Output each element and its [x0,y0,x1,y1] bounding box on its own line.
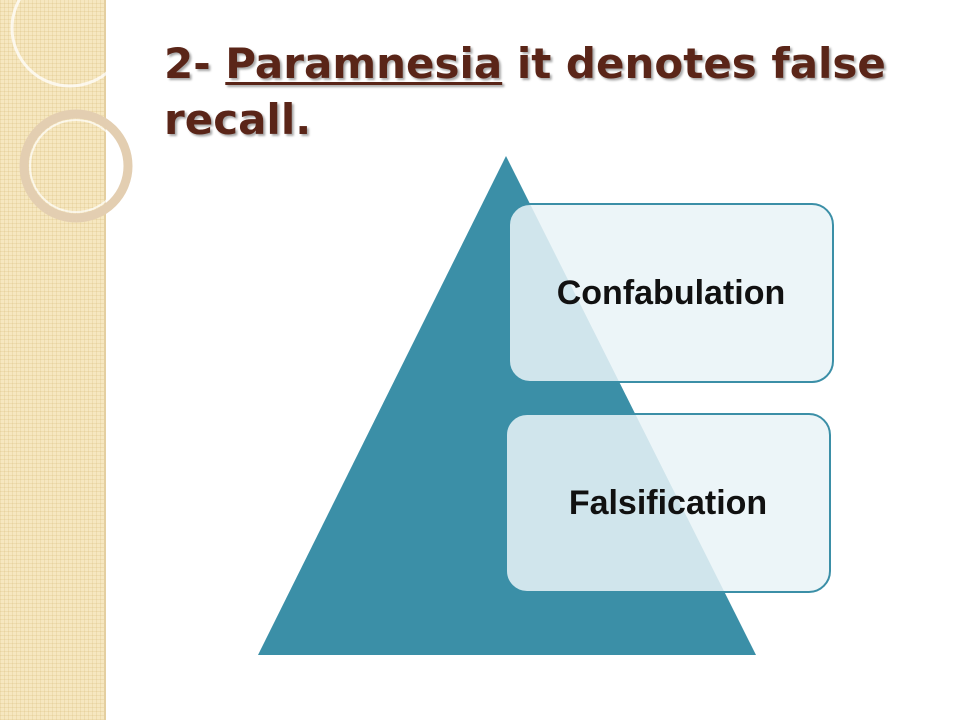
pyramid-level-box: Confabulation [508,203,834,383]
decorative-ring-inner [29,119,123,213]
pyramid-level-label: Falsification [568,483,768,522]
slide-title: 2- Paramnesia it denotes false recall. [164,36,904,148]
side-panel-divider [104,0,106,720]
pyramid-level-box: Falsification [505,413,831,593]
title-prefix: 2- [164,39,226,88]
title-suffix: it denotes false recall. [164,39,886,144]
decorative-circles [10,0,133,223]
title-term: Paramnesia [225,39,503,88]
decorative-ring [19,109,133,223]
pyramid-level-label: Confabulation [556,273,786,312]
decorative-circle-large [10,0,130,88]
